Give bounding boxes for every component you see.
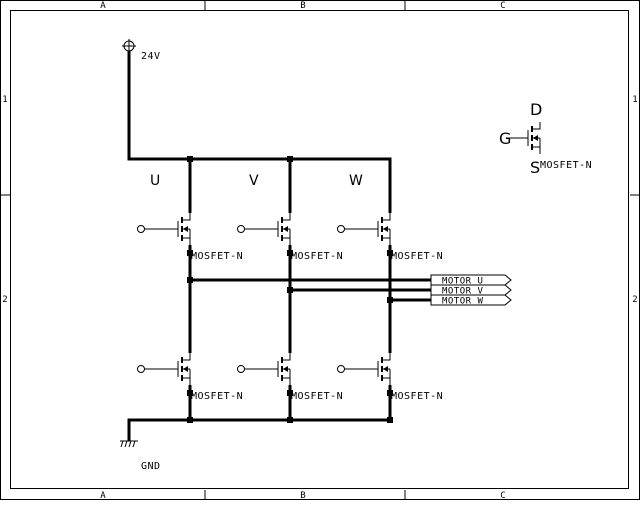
junction-dot — [287, 156, 293, 162]
gnd-rail-wire — [127, 418, 392, 442]
legend-source-label: S — [530, 158, 540, 177]
phase-label-u: U — [150, 173, 160, 189]
row-label-1-left: 1 — [2, 95, 7, 105]
row-label-2-right: 2 — [632, 295, 637, 305]
mosfet-u-high-label: MOSFET-N — [191, 251, 243, 262]
column-label-a-bottom: A — [100, 491, 106, 500]
port-motor-v-label: MOTOR V — [442, 287, 484, 297]
legend-mosfet-symbol: D G S MOSFET-N — [486, 100, 592, 177]
junction-dot — [387, 417, 393, 423]
junction-dot — [187, 390, 193, 396]
mosfet-v-low-label: MOSFET-N — [291, 391, 343, 402]
junction-dot — [387, 390, 393, 396]
legend-gate-label: G — [499, 129, 511, 148]
junction-dots — [187, 156, 393, 423]
ground-hatch — [128, 440, 132, 448]
row-label-1-right: 1 — [632, 95, 637, 105]
column-label-b-top: B — [300, 1, 305, 11]
junction-dot — [287, 250, 293, 256]
ground-hatch — [132, 440, 136, 448]
column-label-a-top: A — [100, 1, 106, 11]
junction-dot — [387, 250, 393, 256]
ground-label: GND — [141, 461, 161, 472]
ground-hatch — [124, 440, 128, 448]
junction-dot — [287, 390, 293, 396]
ground-symbol — [120, 440, 138, 448]
mosfet-w-high[interactable] — [336, 212, 391, 246]
phase-label-v: V — [249, 173, 259, 189]
port-motor-w[interactable] — [430, 294, 512, 306]
port-motor-w-label: MOTOR W — [442, 297, 484, 307]
port-motor-u[interactable] — [430, 274, 512, 286]
high-side-mosfets — [136, 212, 391, 246]
junction-dot — [287, 287, 293, 293]
output-wires — [190, 278, 431, 302]
mosfet-labels: MOSFET-N MOSFET-N MOSFET-N MOSFET-N MOSF… — [191, 251, 443, 402]
mosfet-v-high[interactable] — [236, 212, 291, 246]
port-motor-v[interactable] — [430, 284, 512, 296]
phase-label-w: W — [349, 173, 363, 189]
column-label-c-bottom: C — [500, 491, 505, 500]
legend-type-label: MOSFET-N — [540, 160, 592, 171]
column-label-b-bottom: B — [300, 491, 305, 500]
port-motor-u-label: MOTOR U — [442, 277, 483, 287]
legend-gate-mask — [486, 130, 506, 146]
supply-label: 24V — [141, 51, 161, 62]
junction-dot — [187, 417, 193, 423]
mosfet-u-low[interactable] — [136, 352, 191, 386]
junction-dot — [187, 277, 193, 283]
output-ports: MOTOR U MOTOR V MOTOR W — [430, 274, 512, 307]
mosfet-v-low[interactable] — [236, 352, 291, 386]
junction-dot — [187, 250, 193, 256]
junction-dot — [187, 156, 193, 162]
mosfet-v-high-label: MOSFET-N — [291, 251, 343, 262]
phase-labels: U V W — [150, 173, 363, 189]
junction-dot — [287, 417, 293, 423]
ground-hatch — [120, 440, 124, 448]
power-rails — [127, 50, 392, 442]
row-label-2-left: 2 — [2, 295, 7, 305]
mosfet-w-low-label: MOSFET-N — [391, 391, 443, 402]
mosfet-w-high-label: MOSFET-N — [391, 251, 443, 262]
junction-dot — [387, 297, 393, 303]
mosfet-u-high[interactable] — [136, 212, 191, 246]
power-24v-symbol — [122, 39, 136, 52]
legend-drain-label: D — [530, 100, 542, 119]
vcc-rail-wire — [127, 50, 392, 161]
low-side-mosfets — [136, 352, 391, 386]
inner-border — [10, 10, 629, 489]
mosfet-w-low[interactable] — [336, 352, 391, 386]
mosfet-u-low-label: MOSFET-N — [191, 391, 243, 402]
column-label-c-top: C — [500, 1, 505, 11]
